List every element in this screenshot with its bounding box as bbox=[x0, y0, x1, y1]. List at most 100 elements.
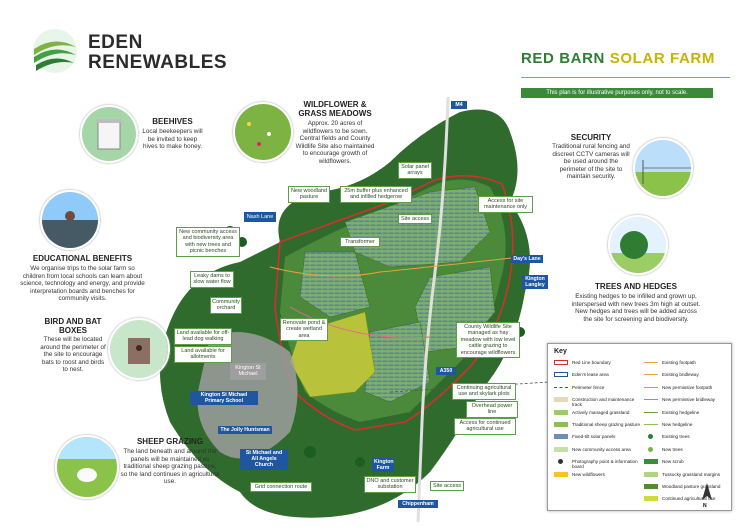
key-swatch bbox=[554, 446, 568, 452]
days-lane-label: Day's Lane bbox=[511, 255, 543, 264]
key-swatch bbox=[648, 434, 653, 440]
key-item-label: Traditional sheep grazing pasture bbox=[572, 422, 641, 427]
title-divider bbox=[521, 77, 730, 78]
disclaimer-banner: This plan is for illustrative purposes o… bbox=[521, 88, 713, 98]
key-swatch bbox=[644, 484, 658, 489]
footpath bbox=[269, 256, 521, 277]
education-photo bbox=[40, 190, 100, 250]
beehive-photo bbox=[80, 105, 138, 163]
key-swatch bbox=[644, 386, 658, 388]
access-maintenance-label: Access for site maintenance only bbox=[478, 196, 533, 213]
site-access-bottom-label: Site access bbox=[430, 481, 464, 492]
eden-logo-icon bbox=[28, 27, 82, 75]
key-item-label: New community access area bbox=[572, 446, 631, 452]
key-swatch bbox=[554, 471, 568, 477]
key-item-label: New scrub bbox=[662, 459, 684, 465]
kington-st-michael-label: Kington St Michael bbox=[230, 363, 266, 380]
continuing-agri-label: Continuing agricultural use and skylark … bbox=[452, 383, 516, 400]
primary-school-label: Kington St Michael Primary School bbox=[190, 391, 258, 406]
key-item-label: Existing footpath bbox=[662, 360, 696, 365]
a350-label: A350 bbox=[436, 367, 456, 376]
wildflower-title: WILDFLOWER & GRASS MEADOWS bbox=[298, 100, 372, 118]
sheep-title: SHEEP GRAZING bbox=[136, 437, 204, 446]
key-swatch bbox=[554, 386, 568, 388]
key-item-label: Actively managed grassland bbox=[572, 409, 630, 415]
solar-arrays-label: Solar panel arrays bbox=[398, 162, 432, 179]
solar-arrays-central bbox=[299, 251, 371, 318]
key-item-label: Existing bridleway bbox=[662, 372, 699, 378]
buffer-label: 25m buffer plus enhanced and infilled he… bbox=[340, 186, 412, 203]
kington-farm-label: Kington Farm bbox=[372, 458, 394, 473]
key-swatch bbox=[644, 362, 658, 363]
jolly-huntsman-label: The Jolly Huntsman bbox=[218, 426, 272, 435]
key-swatch bbox=[554, 372, 568, 378]
key-swatch bbox=[644, 471, 658, 477]
key-swatch bbox=[644, 424, 658, 425]
key-item-label: New wildflowers bbox=[572, 471, 605, 477]
trees-photo bbox=[608, 215, 668, 275]
site-access-top-label: Site access bbox=[398, 214, 432, 225]
key-item-label: Construction and maintenance track bbox=[572, 397, 635, 408]
brand-name: EDEN RENEWABLES bbox=[88, 33, 227, 73]
community-orchard-label: Community orchard bbox=[210, 297, 242, 314]
key-swatch bbox=[558, 459, 563, 465]
overhead-power-label: Overhead power line bbox=[466, 401, 518, 418]
key-item-label: Eden's lease area bbox=[572, 372, 609, 378]
road-a350 bbox=[416, 96, 450, 522]
key-item-label: Woodland pasture grassland bbox=[662, 484, 721, 489]
key-item-label: Perimeter fence bbox=[572, 384, 605, 390]
trees-body: Existing hedges to be infilled and grown… bbox=[571, 293, 701, 323]
key-swatch bbox=[648, 446, 653, 452]
key-item-label: Existing hedgeline bbox=[662, 409, 700, 415]
key-swatch bbox=[644, 459, 658, 465]
education-body: We organise trips to the solar farm so c… bbox=[20, 265, 145, 303]
bats-body: These will be located around the perimet… bbox=[40, 336, 106, 374]
key-swatch bbox=[554, 360, 568, 365]
brand-line2: RENEWABLES bbox=[88, 52, 228, 73]
key-swatch bbox=[554, 434, 568, 440]
county-wildlife-label: County Wildlife Site managed as hay mead… bbox=[456, 322, 520, 359]
trees-title: TREES AND HEDGES bbox=[595, 282, 677, 291]
key-item-label: Photography point & information board bbox=[572, 459, 638, 470]
north-arrow-icon bbox=[700, 482, 714, 504]
transformer-label: Transformer bbox=[340, 237, 380, 248]
wildflower-photo bbox=[233, 102, 293, 162]
key-swatch bbox=[554, 409, 568, 415]
kington-langley-label: Kington Langley bbox=[522, 275, 548, 290]
key-swatch bbox=[644, 374, 658, 376]
security-body: Traditional rural fencing and discreet C… bbox=[552, 143, 630, 181]
brand-line1: EDEN bbox=[88, 32, 143, 53]
key-item-label: New permissive bridleway bbox=[662, 397, 716, 403]
access-agri-label: Access for continued agricultural use bbox=[454, 418, 516, 435]
grid-connection-label: Grid connection route bbox=[250, 482, 312, 493]
sheep-body: The land beneath and around the panels w… bbox=[120, 448, 220, 486]
key-swatch bbox=[644, 496, 658, 502]
batbox-photo bbox=[108, 318, 170, 380]
key-swatch bbox=[554, 397, 568, 403]
key-title: Key bbox=[554, 348, 567, 355]
education-title: EDUCATIONAL BENEFITS bbox=[32, 254, 133, 263]
bats-title: BIRD AND BAT BOXES bbox=[44, 317, 102, 335]
north-label: N bbox=[703, 503, 707, 509]
dno-label: DNO and customer substation bbox=[364, 476, 416, 493]
page-title: RED BARN SOLAR FARM bbox=[521, 50, 715, 67]
key-item-label: New trees bbox=[662, 446, 683, 452]
solar-arrays-south bbox=[364, 321, 431, 403]
bridleway bbox=[289, 306, 431, 339]
leaky-dams-label: Leaky dams to slow water flow bbox=[190, 271, 234, 288]
title-part1: RED BARN bbox=[521, 50, 605, 67]
nash-lane-label: Nash Lane bbox=[244, 212, 276, 223]
chippenham-label: Chippenham bbox=[398, 500, 438, 509]
wildflower-body: Approx. 20 acres of wildflowers to be so… bbox=[295, 120, 375, 165]
community-access-label: New community access and biodiversity ar… bbox=[176, 227, 240, 257]
key-item-label: Continued agricultural use bbox=[662, 496, 716, 502]
key-item-label: Fixed-tilt solar panels bbox=[572, 434, 616, 440]
key-item-label: New hedgeline bbox=[662, 422, 693, 427]
church-label: St Michael and All Angels Church bbox=[240, 449, 288, 470]
security-photo bbox=[633, 138, 693, 198]
solar-arrays-north bbox=[344, 186, 491, 268]
key-item-label: New permissive footpath bbox=[662, 384, 713, 390]
allotments-label: Land available for allotments bbox=[174, 346, 232, 363]
key-swatch bbox=[644, 399, 658, 401]
